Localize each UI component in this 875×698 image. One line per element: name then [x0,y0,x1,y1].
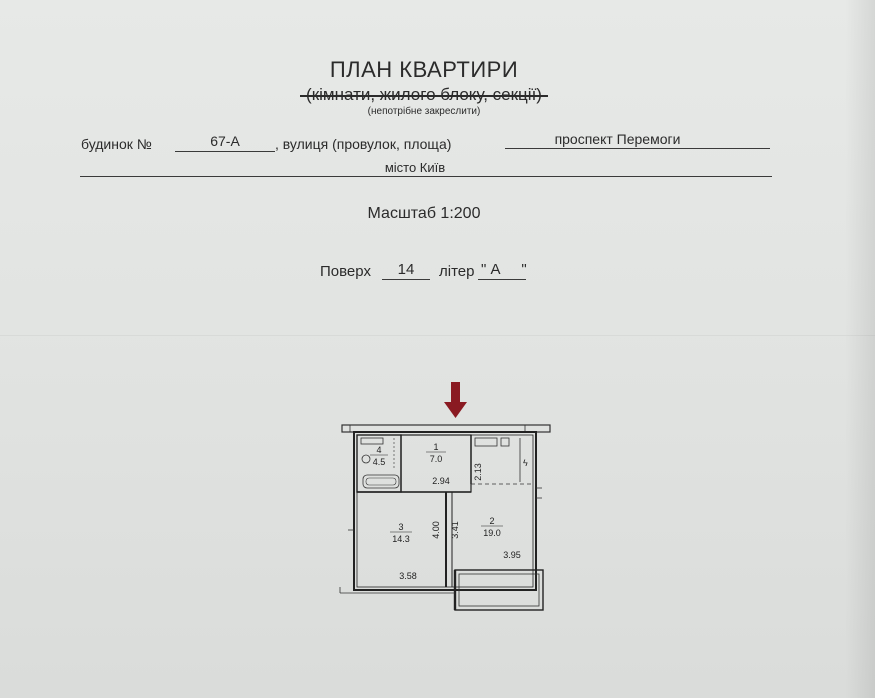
house-label: будинок № [81,136,152,152]
letter-value: " А " [481,261,527,278]
document-title: ПЛАН КВАРТИРИ [329,57,519,82]
street-label: , вулиця (провулок, площа) [275,136,452,152]
room-1-number: 1 [433,442,438,452]
dimension-2-13: 2.13 [473,463,483,481]
room-3-number: 3 [398,522,403,532]
document-subtitle: (кімнати, жилого блоку, секції) [0,85,848,105]
street-underline [505,148,770,149]
house-underline [175,151,275,152]
dimension-2-94: 2.94 [432,476,450,486]
dimension-4-00: 4.00 [431,521,441,539]
city-value: місто Київ [384,160,446,175]
street-value: проспект Перемоги [554,131,681,147]
room-2-area: 19.0 [483,528,501,538]
location-arrow-icon [444,382,467,418]
scale-text: Масштаб 1:200 [367,205,481,222]
dimension-3-95: 3.95 [503,550,521,560]
room-2-number: 2 [489,516,494,526]
room-3-area: 14.3 [392,534,410,544]
room-4-area: 4.5 [373,457,386,467]
dimension-3-58: 3.58 [399,571,417,581]
house-value: 67-А [210,133,240,149]
svg-text:ϟ: ϟ [523,458,528,468]
page-fold [0,335,875,336]
letter-label: літер [439,263,475,280]
subtitle-struck-text: (кімнати, жилого блоку, секції) [306,85,542,104]
floor-underline [382,279,430,280]
strike-note: (непотрібне закреслити) [367,106,481,117]
page-shadow [845,0,875,698]
floor-plan-drawing: ϟ 4 4.5 1 7.0 [339,382,551,611]
room-4-number: 4 [376,445,381,455]
floor-plan: ϟ 4 4.5 1 7.0 [330,380,590,625]
letter-underline [478,279,526,280]
floor-label: Поверх [320,263,371,280]
city-underline [80,176,772,177]
room-1-area: 7.0 [430,454,443,464]
floor-value: 14 [397,261,415,278]
dimension-3-41: 3.41 [450,521,460,539]
